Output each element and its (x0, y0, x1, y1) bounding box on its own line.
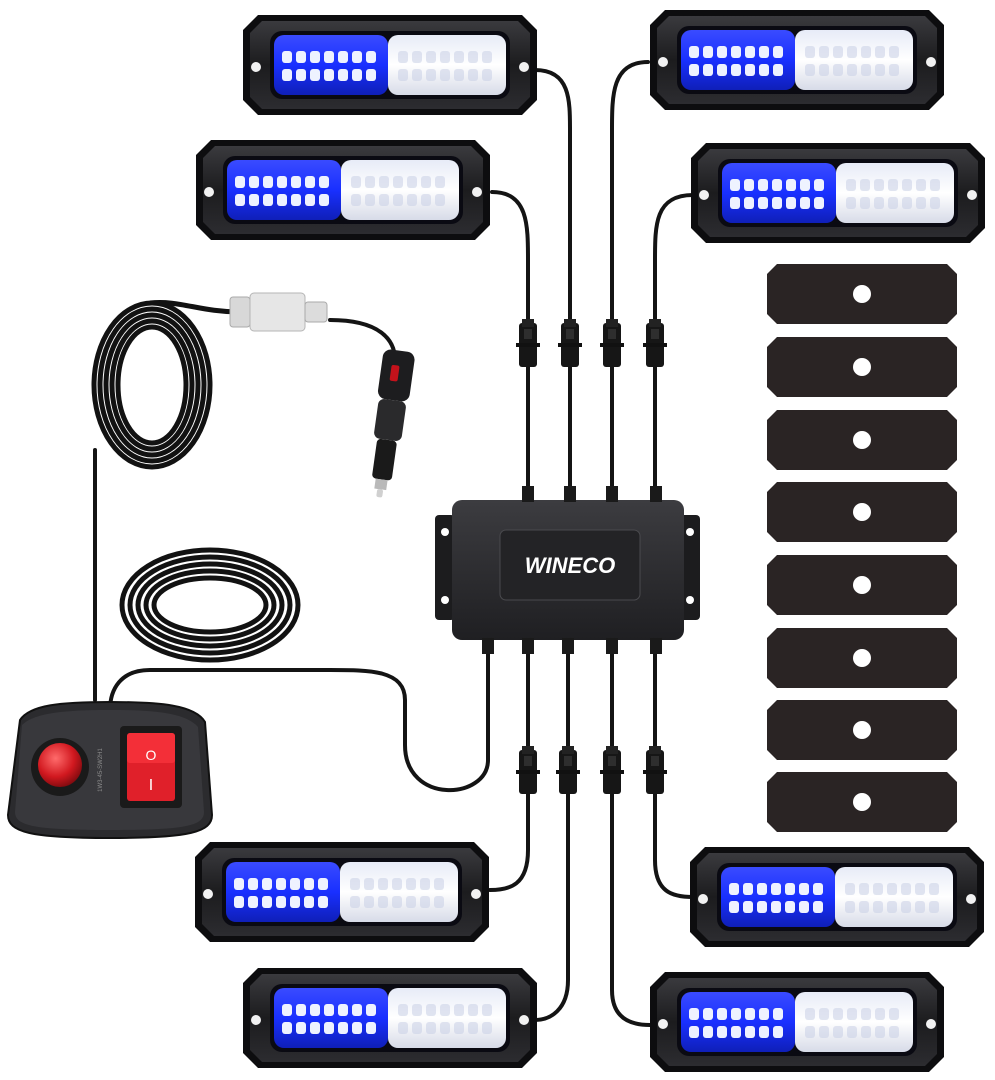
mounting-pads (767, 264, 957, 832)
mounting-pad (767, 410, 957, 470)
mounting-pad (767, 700, 957, 760)
light-module-2 (650, 10, 944, 110)
coiled-cable-switch (119, 547, 301, 663)
connectors-bottom (516, 746, 667, 794)
switch-print-label: 1W3-45-SW2H1 (98, 748, 104, 792)
control-box: WINECO (435, 486, 700, 654)
rocker-off-symbol: O (146, 747, 157, 763)
switch-panel: I O 1W3-45-SW2H1 (6, 700, 214, 840)
light-module-8 (650, 972, 944, 1072)
strobe-push-button[interactable] (38, 743, 82, 787)
light-module-3 (196, 140, 490, 240)
mounting-pad (767, 628, 957, 688)
coiled-cable-power (91, 300, 241, 470)
cigarette-lighter-plug (372, 349, 415, 498)
light-module-4 (691, 143, 985, 243)
light-module-1 (243, 15, 537, 115)
light-module-5 (195, 842, 489, 942)
connectors-top (516, 319, 667, 367)
light-module-7 (243, 968, 537, 1068)
light-module-6 (690, 847, 984, 947)
cable-harness (93, 60, 695, 1027)
brand-logo: WINECO (525, 553, 615, 578)
mounting-pad (767, 772, 957, 832)
rocker-on-symbol: I (149, 777, 153, 794)
mounting-pad (767, 337, 957, 397)
mounting-pad (767, 264, 957, 324)
fuse-holder (229, 292, 328, 332)
mounting-pad (767, 555, 957, 615)
mounting-pad (767, 482, 957, 542)
